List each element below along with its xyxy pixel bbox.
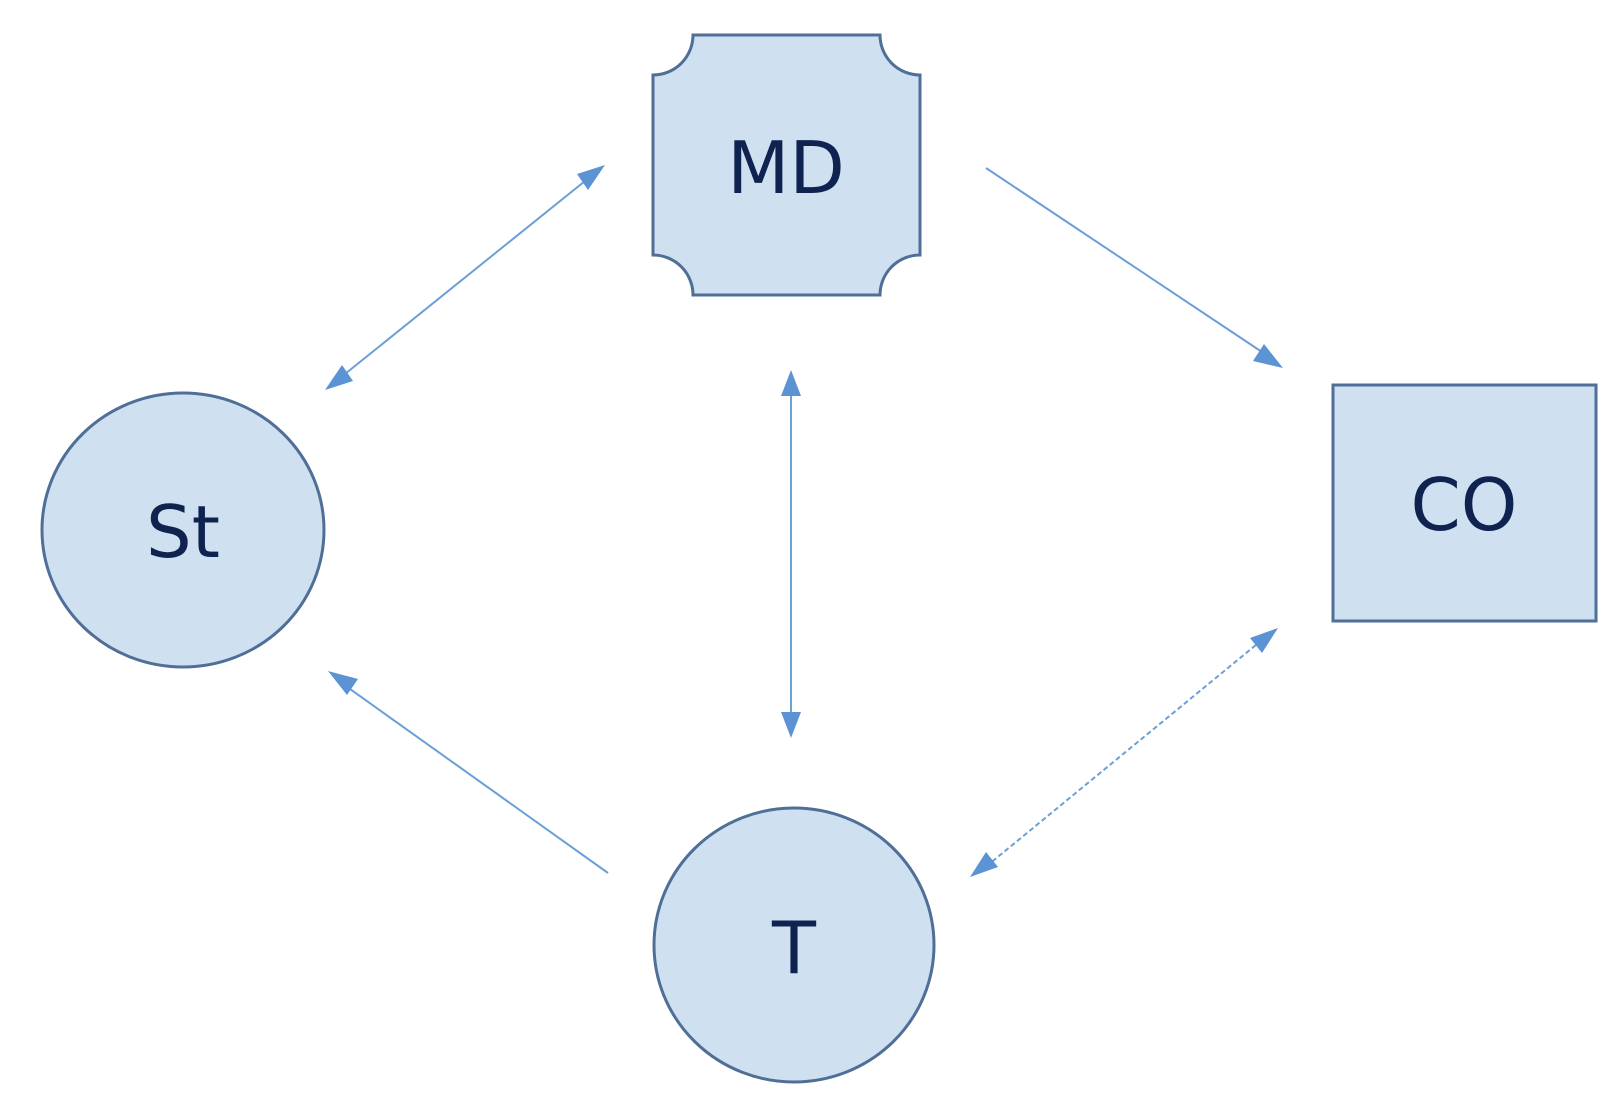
node-t: T xyxy=(652,806,936,1084)
node-st: St xyxy=(40,391,326,669)
node-co-label: CO xyxy=(1411,463,1518,547)
edge-md-t xyxy=(781,370,801,738)
arrowhead-to-md xyxy=(577,165,605,190)
edge-t-st xyxy=(328,671,609,874)
node-t-label: T xyxy=(771,906,817,990)
node-st-shape xyxy=(40,391,326,669)
node-md-label: MD xyxy=(727,126,845,210)
edge-md-co xyxy=(985,167,1283,368)
node-md-shape xyxy=(651,33,922,297)
arrowhead-to-md-vertical xyxy=(781,370,801,396)
node-t-shape xyxy=(652,806,936,1084)
node-co: CO xyxy=(1331,383,1598,623)
arrowhead-to-st xyxy=(325,365,353,390)
arrowhead-to-t-vertical xyxy=(781,712,801,738)
arrowhead-to-st-from-t xyxy=(328,671,358,695)
edge-co-t xyxy=(970,628,1278,877)
arrowhead-to-co-from-t xyxy=(1250,628,1278,653)
node-md: MD xyxy=(651,33,922,297)
node-co-shape xyxy=(1331,383,1598,623)
edge-md-st xyxy=(325,165,605,390)
edges xyxy=(325,165,1283,877)
arrowhead-to-t-from-co xyxy=(970,852,998,877)
arrowhead-to-co xyxy=(1253,344,1283,368)
node-st-label: St xyxy=(146,490,220,574)
